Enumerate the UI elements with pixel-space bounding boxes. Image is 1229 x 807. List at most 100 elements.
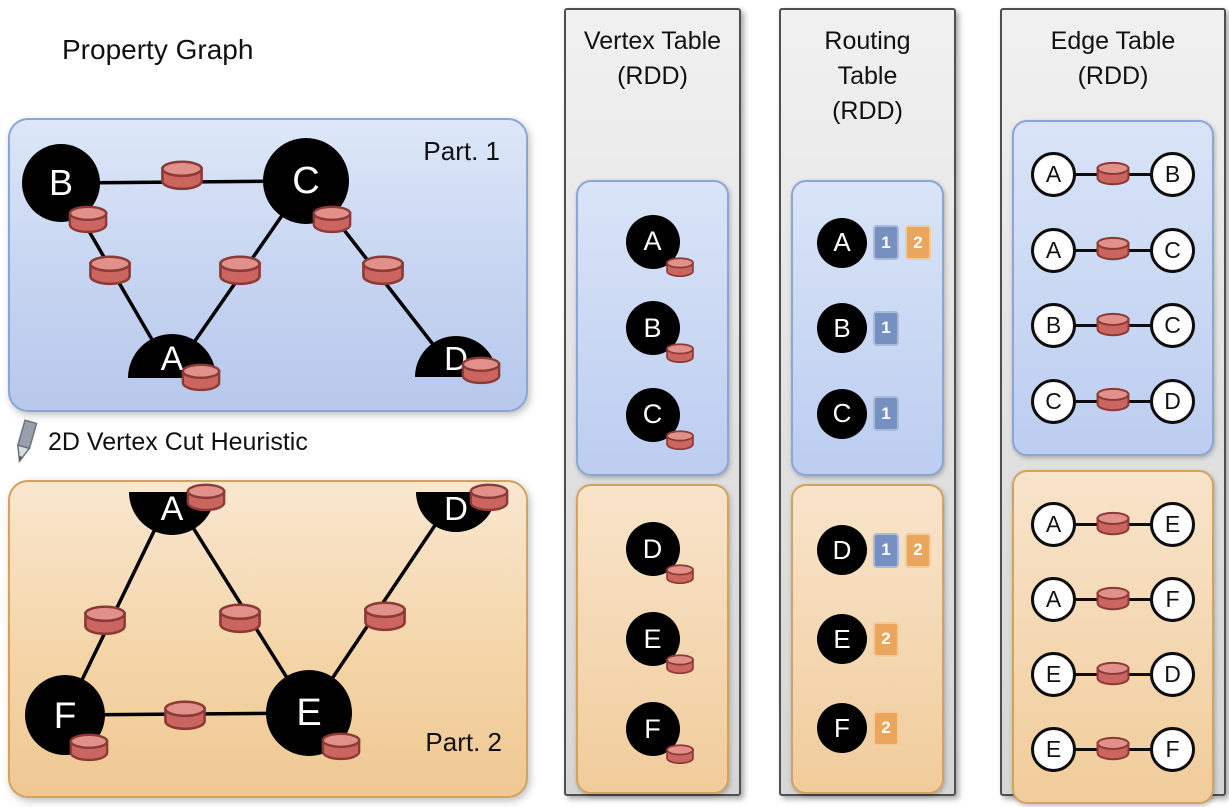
vertex-table-partition-1: A B C <box>576 180 729 476</box>
vertex-letter: E <box>1045 736 1062 762</box>
vertex-property-cylinder <box>665 429 695 452</box>
vertex-letter: D <box>832 534 852 565</box>
edge-line <box>1073 161 1153 186</box>
edge-vertex-circle: B <box>1031 303 1076 349</box>
database-cylinder-icon <box>68 205 108 233</box>
vertex-circle: C <box>817 388 867 439</box>
vertex-table-title: Vertex Table (RDD) <box>583 27 722 90</box>
vertex-letter: E <box>1045 661 1062 687</box>
partition-ref-chip: 1 <box>873 396 899 431</box>
vertex-letter: C <box>642 399 663 429</box>
database-cylinder-icon <box>186 483 226 511</box>
partition-ref-chip: 2 <box>873 621 899 657</box>
vertex-table-partition-2: D E F <box>576 484 729 794</box>
vertex-cut-heuristic-label: 2D Vertex Cut Heuristic <box>48 428 308 456</box>
property-cylinder <box>217 255 263 288</box>
edge-property-cylinder <box>1095 237 1131 263</box>
vertex-table-entry: D <box>625 522 694 585</box>
vertex-table-entry: B <box>625 301 694 364</box>
vertex-letter: B <box>1045 312 1062 339</box>
edge-vertex-circle: C <box>1031 378 1076 424</box>
edge-line <box>1073 511 1153 535</box>
vertex-letter: A <box>1045 586 1062 612</box>
vertex-letter: E <box>296 692 322 734</box>
database-cylinder-icon <box>469 483 509 511</box>
vertex-letter: B <box>833 312 851 343</box>
property-cylinder <box>468 483 510 514</box>
edge-property-cylinder <box>1095 312 1131 338</box>
database-cylinder-icon <box>665 429 694 450</box>
vertex-circle: B <box>817 303 867 353</box>
partition-1-label: Part. 1 <box>423 136 500 166</box>
database-cylinder-icon <box>362 255 404 286</box>
database-cylinder-icon <box>665 564 694 585</box>
vertex-letter: A <box>643 226 662 256</box>
vertex-letter: D <box>444 490 468 527</box>
vertex-letter: A <box>833 227 851 257</box>
edge-vertex-circle: A <box>1031 502 1076 547</box>
edge-vertex-circle: E <box>1031 652 1076 697</box>
edge-line <box>1073 237 1153 261</box>
edge-property-cylinder <box>1095 586 1131 612</box>
edge-table-title: Edge Table (RDD) <box>1050 27 1176 90</box>
partition-2-label: Part. 2 <box>425 727 502 757</box>
database-cylinder-icon <box>1096 511 1130 535</box>
vertex-table-entry: F <box>625 702 694 765</box>
vertex-circle: F <box>817 703 867 753</box>
vertex-letter: A <box>1045 161 1062 188</box>
vertex-table-entry: A <box>625 214 694 277</box>
property-cylinder <box>87 255 133 288</box>
vertex-circle: D <box>817 525 867 575</box>
property-cylinder <box>311 205 353 236</box>
partition-ref-chip: 2 <box>905 532 931 568</box>
partition-ref-chip: 1 <box>873 532 899 568</box>
pencil-icon <box>16 419 38 464</box>
property-cylinder <box>162 700 208 733</box>
edge-vertex-circle: D <box>1150 652 1195 697</box>
database-cylinder-icon <box>1096 312 1130 336</box>
database-cylinder-icon <box>89 255 131 286</box>
edge-line <box>1073 736 1153 760</box>
database-cylinder-icon <box>1096 661 1130 685</box>
property-cylinder <box>185 483 227 514</box>
vertex-table-entry: C <box>625 387 694 450</box>
database-cylinder-icon <box>1096 387 1130 412</box>
property-cylinder <box>217 603 263 636</box>
database-cylinder-icon <box>1096 586 1130 610</box>
database-cylinder-icon <box>1096 736 1130 760</box>
vertex-letter: C <box>292 160 320 202</box>
database-cylinder-icon <box>665 744 694 765</box>
edge-vertex-circle: A <box>1031 577 1076 622</box>
property-cylinder <box>159 160 205 193</box>
database-cylinder-icon <box>665 343 694 364</box>
vertex-letter: D <box>1164 661 1181 687</box>
vertex-letter: C <box>832 398 852 428</box>
database-cylinder-icon <box>461 356 501 384</box>
vertex-letter: C <box>1045 387 1062 414</box>
property-cylinder <box>362 601 408 634</box>
edge-property-cylinder <box>1095 661 1131 687</box>
vertex-property-cylinder <box>665 564 695 586</box>
vertex-letter: A <box>1045 236 1062 263</box>
database-cylinder-icon <box>161 160 203 191</box>
vertex-letter: E <box>643 623 662 654</box>
vertex-letter: E <box>833 623 851 654</box>
edge-property-cylinder <box>1095 511 1131 537</box>
vertex-letter: F <box>1165 736 1180 762</box>
edge-line <box>1073 586 1153 610</box>
edge-line <box>1073 387 1153 412</box>
vertex-circle: A <box>817 217 867 268</box>
edge-property-cylinder <box>1095 736 1131 762</box>
database-cylinder-icon <box>219 255 261 286</box>
